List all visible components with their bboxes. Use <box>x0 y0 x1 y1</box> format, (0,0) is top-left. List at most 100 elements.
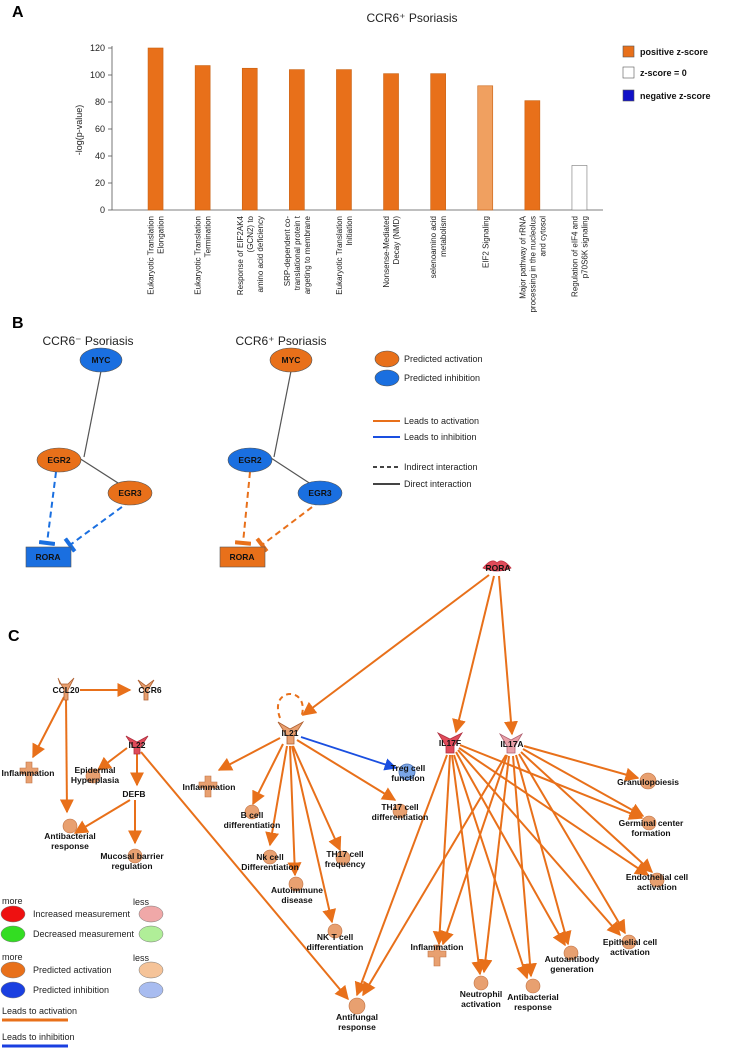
node-c-granulo-shape <box>639 772 657 790</box>
node-c-th17d-label1: TH17 cell <box>381 802 418 812</box>
edge-il17a-granulo <box>523 745 640 782</box>
edge-ccl20-inflam <box>32 696 65 759</box>
edge-il21-self <box>277 693 304 719</box>
edge-egr3-rora <box>63 500 131 553</box>
node-c-ccl20-shape <box>57 677 75 701</box>
node-c-inflam3-shape <box>427 944 447 967</box>
node2-myc <box>269 347 313 373</box>
node-c-ccr6-label: CCR6 <box>138 685 161 695</box>
node-c-il17a-shape <box>498 732 524 754</box>
edge2-myc-egr2 <box>273 370 292 458</box>
node-c-bcell-label2: differentiation <box>224 820 281 830</box>
node-c-nk-label1: Nk cell <box>256 852 283 862</box>
x-tick-label: Eukaryotic Translation <box>194 216 203 295</box>
panel-b-letter: B <box>12 315 24 332</box>
node-c-inflam3-label: Inflammation <box>411 942 464 952</box>
legend-c-less2: less <box>133 953 150 963</box>
node-c-il17a-label: IL17A <box>500 739 523 749</box>
node2-rora-label: RORA <box>229 552 254 562</box>
panel-b-legend: Predicted activation Predicted inhibitio… <box>373 350 483 489</box>
node-c-antibac1-label2: response <box>51 841 89 851</box>
legend-c-inhibition-more <box>0 981 26 999</box>
node-c-ccr6-shape <box>137 679 155 701</box>
legend-b-leads-act: Leads to activation <box>404 416 479 426</box>
edge-il22-antifungal <box>140 751 349 1001</box>
y-axis-label: -log(p-value) <box>74 105 84 156</box>
node2-egr3-label: EGR3 <box>308 488 331 498</box>
node2-egr2 <box>227 447 273 473</box>
edge-il21-inflam <box>217 737 281 771</box>
node-c-inflam2-label: Inflammation <box>183 782 236 792</box>
bar <box>241 67 258 211</box>
legend-b-inhibition: Predicted inhibition <box>404 373 480 383</box>
net2-title: CCR6⁺ Psoriasis <box>235 334 326 348</box>
node-c-defb-label: DEFB <box>122 789 145 799</box>
node2-myc-label: MYC <box>282 355 301 365</box>
legend-swatch-zero <box>622 66 635 79</box>
node-rora <box>25 546 72 568</box>
node-c-mucosal-shape <box>127 848 143 864</box>
node-c-il22-shape <box>125 735 149 755</box>
y-tick-label: 100 <box>90 70 105 80</box>
node-c-bcell-shape <box>244 804 260 820</box>
edge2-egr2-rora <box>234 471 252 546</box>
bar <box>430 73 446 211</box>
node-c-auto-shape <box>288 876 304 892</box>
node-c-neutro-label1: Neutrophil <box>460 989 503 999</box>
node-c-germ-label1: Germinal center <box>619 818 684 828</box>
node-c-epith-label1: Epithelial cell <box>603 937 657 947</box>
node-c-ccl20-label: CCL20 <box>53 685 80 695</box>
legend-label-zero: z-score = 0 <box>640 68 687 78</box>
node-c-nkt-label1: NK T cell <box>317 932 353 942</box>
x-tick-label: and cytosol <box>538 216 547 257</box>
edge-il17a-inflam <box>440 754 508 946</box>
edge-defb-antibac <box>73 799 131 834</box>
legend-b-direct: Direct interaction <box>404 479 472 489</box>
x-tick-label: Termination <box>204 216 213 257</box>
y-tick-label: 20 <box>95 178 105 188</box>
x-tick-label: argeting to membrane <box>303 215 312 294</box>
node-c-epith-label2: activation <box>610 947 650 957</box>
y-tick-label: 80 <box>95 97 105 107</box>
bar <box>147 47 164 211</box>
node-c-treg-label2: function <box>391 773 425 783</box>
legend-c-increased-less <box>138 905 164 923</box>
legend-label-negative: negative z-score <box>640 91 711 101</box>
node-rora-label: RORA <box>35 552 60 562</box>
network-ccr6-neg: MYC EGR2 EGR3 RORA <box>25 347 153 568</box>
node-c-epid-shape <box>85 768 101 784</box>
node-egr2 <box>36 447 82 473</box>
node-c-rora-label: RORA <box>485 563 510 573</box>
node-c-th17f-label1: TH17 cell <box>326 849 363 859</box>
bar <box>383 73 399 211</box>
edge-il17f-antifungal <box>354 754 448 997</box>
node-c-antifungal-label1: Antifungal <box>336 1012 378 1022</box>
edge-il17f-neutro <box>451 754 486 976</box>
node-c-inflam1-label: Inflammation <box>2 768 55 778</box>
legend-c-inhibition-less <box>138 981 164 999</box>
legend-c-activation-more <box>0 961 26 979</box>
node-c-treg-label1: Treg cell <box>391 763 426 773</box>
y-tick-label: 40 <box>95 151 105 161</box>
edge-il17a-antibac <box>512 755 537 978</box>
node-c-nk-shape <box>262 849 278 865</box>
node-c-autoab-shape <box>563 945 579 961</box>
node-c-th17f-shape <box>335 850 351 866</box>
legend-b-leads-inh: Leads to inhibition <box>404 432 477 442</box>
edge-il21-nk <box>265 745 288 847</box>
chart-title: CCR6⁺ Psoriasis <box>366 11 457 25</box>
panel-c-legend: more less Increased measurement Decrease… <box>0 896 164 1048</box>
edge-il17a-germ <box>522 748 645 817</box>
x-tick-label: EIF2 Signaling <box>481 216 490 268</box>
legend-c-decreased-less <box>138 925 164 943</box>
node-c-endo-label1: Endothelial cell <box>626 872 688 882</box>
edge-il17a-neutro <box>478 755 510 974</box>
node-c-antibac2-label1: Antibacterial <box>507 992 559 1002</box>
node-c-antibac1-shape <box>62 818 78 834</box>
node-c-inflam2-shape <box>198 775 218 798</box>
edge-il17f-germ <box>459 744 644 820</box>
edge-il21-bcell <box>252 743 284 806</box>
edge-il21-auto <box>287 745 302 877</box>
node-c-granulo-label: Granulopoiesis <box>617 777 679 787</box>
